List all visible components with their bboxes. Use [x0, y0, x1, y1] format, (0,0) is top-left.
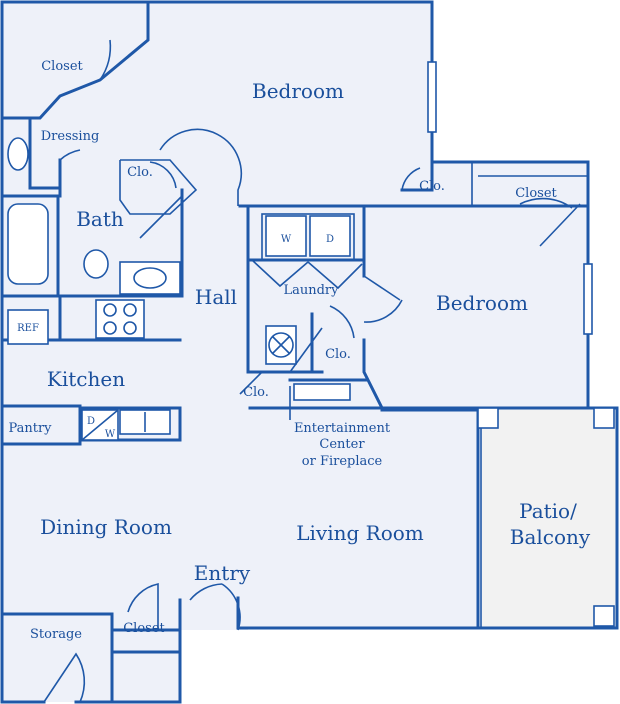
clo-laundry-label: Clo. [325, 347, 351, 362]
patio-outline [476, 406, 619, 630]
washer-label: W [281, 234, 292, 245]
room-labels: Bedroom Closet Dressing Clo. Bath Hall C… [8, 59, 590, 642]
appliance-labels: W D REF D W [17, 234, 334, 440]
bedroom-1-label: Bedroom [252, 79, 344, 103]
fixtures [7, 137, 615, 627]
dishwasher-w-label: W [105, 429, 116, 440]
dishwasher-d-label: D [87, 416, 95, 427]
dryer [309, 215, 351, 257]
dressing-label: Dressing [41, 129, 100, 144]
closet-top-left-label: Closet [41, 59, 83, 74]
washer [265, 215, 307, 257]
bath-sink [133, 267, 167, 289]
patio-post [477, 407, 499, 429]
door-swings [43, 39, 581, 703]
entertainment-line2-label: Center [319, 437, 365, 452]
clo-bedroom-label: Clo. [419, 179, 445, 194]
patio-line2-label: Balcony [510, 525, 591, 549]
bath-label: Bath [76, 207, 124, 231]
entry-label: Entry [194, 561, 251, 585]
toilet [83, 249, 109, 279]
entertainment-line3-label: or Fireplace [302, 454, 383, 469]
stove [95, 299, 145, 339]
entertainment-line1-label: Entertainment [294, 421, 391, 436]
refrigerator [7, 309, 49, 345]
bedroom-2-label: Bedroom [436, 291, 528, 315]
closet-right-label: Closet [515, 186, 557, 201]
dining-room-label: Dining Room [40, 515, 172, 539]
clo-bath-label: Clo. [127, 165, 153, 180]
hall-label: Hall [195, 285, 237, 309]
laundry-label: Laundry [283, 283, 339, 298]
fridge-label: REF [17, 323, 39, 334]
closet-bottom-label: Closet [123, 621, 165, 636]
bathtub [7, 203, 49, 285]
patio-line1-label: Patio/ [519, 499, 577, 523]
living-room-label: Living Room [296, 521, 424, 545]
storage-label: Storage [30, 627, 82, 642]
clo-hall-label: Clo. [243, 385, 269, 400]
kitchen-label: Kitchen [47, 367, 125, 391]
entertainment-center [293, 383, 351, 401]
windows [427, 61, 593, 628]
vanity-sink [7, 137, 29, 171]
pantry-label: Pantry [8, 421, 52, 436]
dryer-label: D [326, 234, 334, 245]
